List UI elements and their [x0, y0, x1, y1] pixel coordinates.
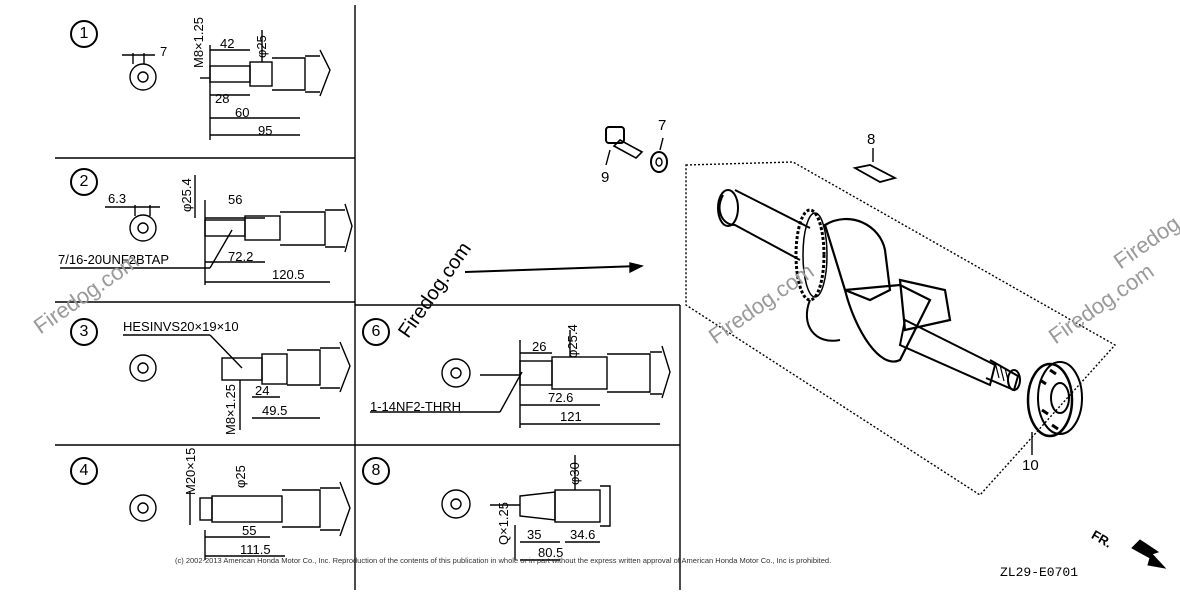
dim-label: φ30: [567, 462, 582, 485]
dim-label: 34.6: [570, 527, 596, 542]
dim-label: 24: [255, 383, 270, 398]
dim-label: 121: [560, 409, 582, 424]
section-marker-1: 1: [70, 20, 98, 48]
dim-label: M20×15: [183, 447, 198, 495]
dim-label: φ25: [254, 35, 269, 58]
dim-label: Q×1.25: [496, 501, 511, 545]
section-marker-3: 3: [70, 318, 98, 346]
dim-label: 80.5: [538, 545, 564, 560]
dim-label: HESINVS20×19×10: [123, 319, 239, 334]
dim-label: M8×1.25: [191, 17, 206, 68]
dim-label: 95: [258, 123, 273, 138]
dim-label: 26: [532, 339, 547, 354]
dim-label: 7: [160, 44, 168, 59]
section-marker-4: 4: [70, 457, 98, 485]
copyright-notice: (c) 2002-2013 American Honda Motor Co., …: [175, 556, 832, 565]
dim-label: 72.2: [228, 249, 254, 264]
dim-label: 35: [527, 527, 542, 542]
dim-label: 56: [228, 192, 243, 207]
dim-label: 7/16-20UNF2BTAP: [58, 252, 170, 267]
section-marker-8: 8: [362, 457, 390, 485]
dim-label: 42: [220, 36, 235, 51]
callout-bolt-9: 9: [601, 169, 610, 186]
dim-label: 60: [235, 105, 250, 120]
dim-label: 6.3: [108, 191, 127, 206]
dim-label: M8×1.25: [223, 384, 238, 435]
dim-label: φ25.4: [565, 324, 580, 358]
section-marker-6: 6: [362, 318, 390, 346]
dim-label: φ25.4: [179, 178, 194, 212]
callout-washer-7: 7: [658, 117, 667, 134]
dim-label: 55: [242, 523, 257, 538]
dim-label: 111.5: [240, 542, 271, 557]
dim-label: 72.6: [548, 390, 574, 405]
callout-bearing-10: 10: [1022, 457, 1039, 474]
dim-label: 120.5: [272, 267, 305, 282]
dim-label: φ25: [233, 465, 248, 488]
dim-label: 49.5: [262, 403, 288, 418]
callout-key-8: 8: [867, 131, 876, 148]
dim-label: 28: [215, 91, 230, 106]
section-marker-2: 2: [70, 168, 98, 196]
diagram-code: ZL29-E0701: [1000, 565, 1079, 580]
dim-label: 1-14NF2-THRH: [370, 399, 462, 414]
